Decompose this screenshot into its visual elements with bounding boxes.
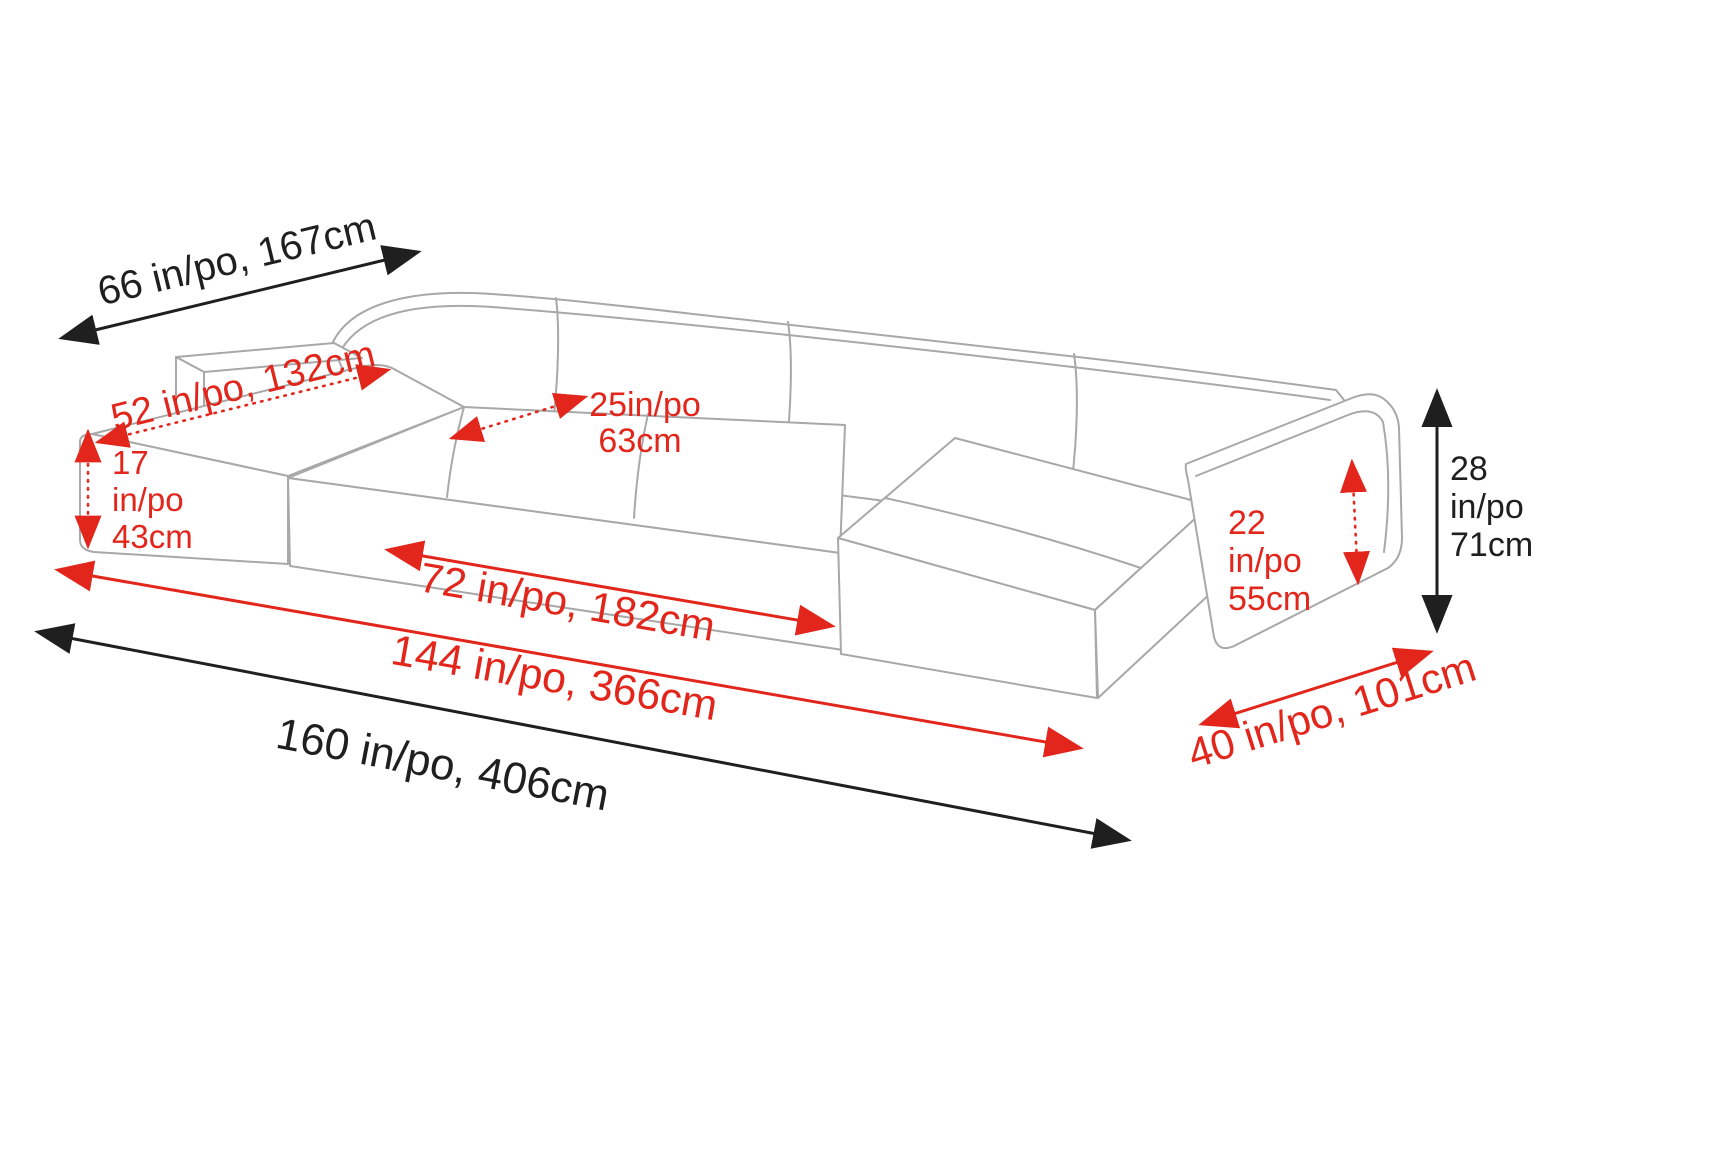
dim-label-overall-width: 160 in/po, 406cm xyxy=(272,709,613,820)
dim-label-arm-height-unit: in/po xyxy=(1228,542,1302,580)
dim-arrow-overall-width xyxy=(34,623,1132,849)
dim-label-depth-right: 40 in/po, 101cm xyxy=(1182,643,1481,778)
dim-label-seat-height-metric: 43cm xyxy=(112,518,193,555)
dim-arrow-depth-right xyxy=(1198,647,1434,729)
sofa-drawing xyxy=(79,291,1403,699)
dim-label-overall-height-unit: in/po xyxy=(1450,488,1524,526)
dimension-overall-height: 28 in/po 71cm xyxy=(1421,388,1533,634)
dim-arrow-depth-left xyxy=(58,245,422,345)
sofa-backrest-seam-3 xyxy=(1071,353,1078,481)
dim-label-overall-height-value: 28 xyxy=(1450,450,1488,488)
dim-label-overall-height-metric: 71cm xyxy=(1450,526,1533,564)
sofa-cushion-seam xyxy=(633,413,649,519)
dimension-seat-height: 17 in/po 43cm xyxy=(74,428,193,555)
dim-label-arm-height-metric: 55cm xyxy=(1228,580,1311,618)
sofa-right-chaise-seam xyxy=(884,497,1142,569)
dim-label-seat-depth-value: 25in/po xyxy=(589,386,701,424)
dim-arrow-seat-depth xyxy=(448,393,589,442)
dim-label-depth-left: 66 in/po, 167cm xyxy=(93,205,380,315)
dim-label-seat-height-unit: in/po xyxy=(112,481,184,518)
dim-label-seat-height-value: 17 xyxy=(112,444,149,481)
dim-label-arm-height-value: 22 xyxy=(1228,504,1266,542)
sofa-right-arm-inner-edge xyxy=(1195,410,1390,553)
dimension-depth-right: 40 in/po, 101cm xyxy=(1182,643,1481,778)
dim-arrow-chaise-length xyxy=(94,364,392,448)
dimension-arm-height: 22 in/po 55cm xyxy=(1228,458,1370,618)
dimension-seat-depth: 25in/po 63cm xyxy=(448,386,701,460)
dim-label-seat-depth-metric: 63cm xyxy=(598,422,681,460)
